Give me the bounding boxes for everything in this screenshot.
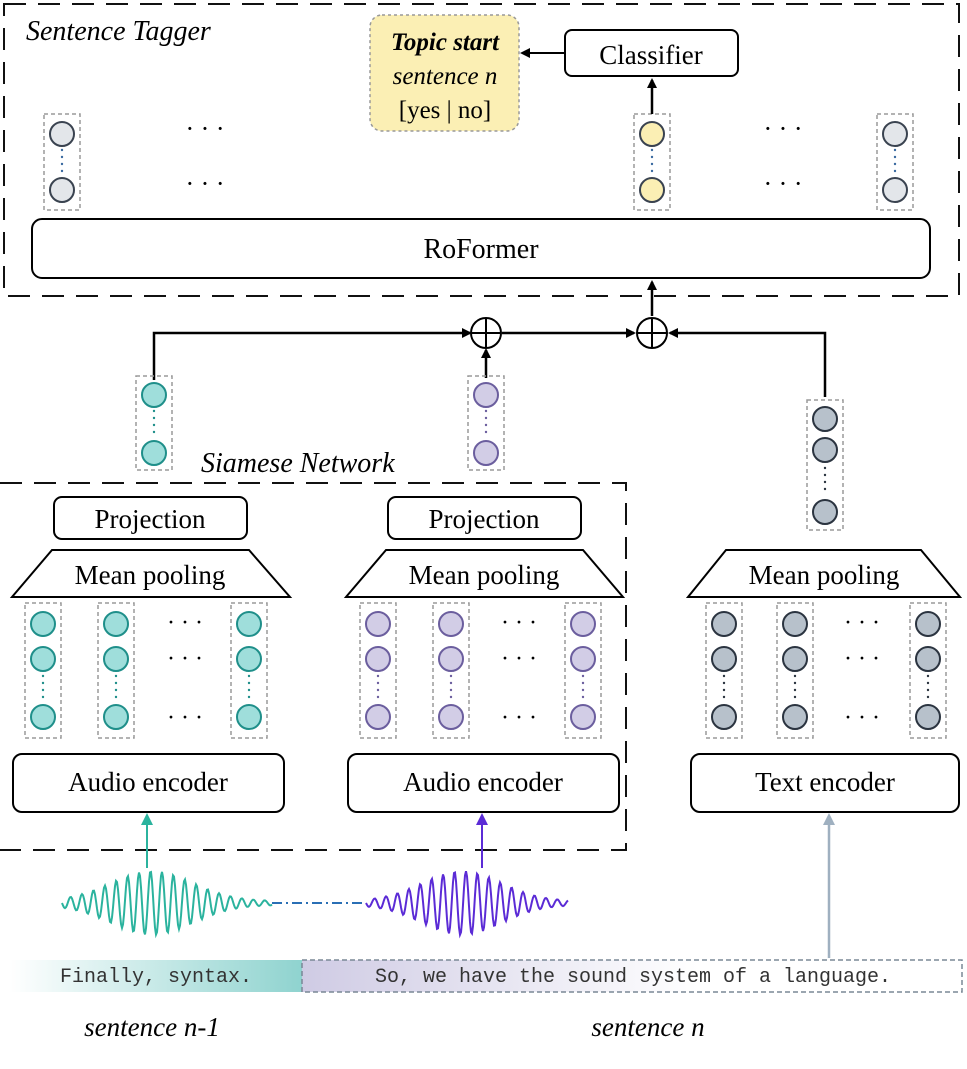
audio-encoder-label-left: Audio encoder <box>68 767 228 797</box>
text-token-grid-column-2 <box>776 602 814 739</box>
tagger-ellipsis-top-left: · · · <box>186 114 225 143</box>
grid-ellipsis-text-2: · · · <box>844 646 880 672</box>
sentence-curr-text: So, we have the sound system of a langua… <box>375 966 891 989</box>
mean-pooling-trapezoid-right <box>343 549 626 598</box>
grid-ellipsis-left-2: · · · <box>167 646 203 672</box>
sentence-tagger-boundary <box>3 3 960 297</box>
grid-ellipsis-left-1: · · · <box>167 610 203 636</box>
sentence-curr-background <box>301 959 963 993</box>
grid-ellipsis-right-3: · · · <box>501 705 537 731</box>
plus-icon-audio-fusion <box>470 317 502 349</box>
sentence-prev-text: Finally, syntax. <box>60 966 252 989</box>
audio-encoder-box-left <box>12 753 285 813</box>
audio-waveform-left <box>61 870 273 939</box>
tagger-ellipsis-top-right: · · · <box>764 114 803 143</box>
teal-to-plus-line <box>152 328 472 380</box>
mean-pooling-label-right: Mean pooling <box>409 560 560 590</box>
roformer-label: RoFormer <box>423 234 539 265</box>
text-encoder-label: Text encoder <box>755 767 895 797</box>
sentence-prev-label: sentence n-1 <box>84 1012 220 1042</box>
projection-label-right: Projection <box>429 504 540 534</box>
siamese-network-title: Siamese Network <box>201 448 395 479</box>
audio-waveform-right <box>365 870 569 939</box>
audio-token-grid-right-column-2 <box>432 602 470 739</box>
text-token-grid-column-3 <box>909 602 947 739</box>
audio-token-grid-right-column-3 <box>564 602 602 739</box>
grid-ellipsis-right-2: · · · <box>501 646 537 672</box>
mean-pooling-label-text: Mean pooling <box>749 560 900 590</box>
classifier-label: Classifier <box>599 40 702 70</box>
text-embedding-vector <box>806 399 844 531</box>
audio-embedding-vector-right <box>467 375 505 471</box>
topic-start-label: Topic start <box>391 29 500 56</box>
audio-encoder-label-right: Audio encoder <box>403 767 563 797</box>
grid-ellipsis-right-1: · · · <box>501 610 537 636</box>
sentence-curr-label: sentence n <box>591 1012 704 1042</box>
audio-token-grid-left-column-2 <box>97 602 135 739</box>
plus-icon-text-fusion <box>636 317 668 349</box>
tagger-ellipsis-bottom-left: · · · <box>186 169 225 198</box>
projection-label-left: Projection <box>95 504 206 534</box>
topic-start-sentence-label: sentence n <box>393 63 498 90</box>
grid-ellipsis-text-3: · · · <box>844 705 880 731</box>
mean-pooling-trapezoid-left <box>9 549 293 598</box>
audio-embedding-vector-left <box>135 375 173 471</box>
tagger-ellipsis-bottom-right: · · · <box>764 169 803 198</box>
text-token-grid-column-1 <box>705 602 743 739</box>
audio-encoder-box-right <box>347 753 620 813</box>
mean-pooling-label-left: Mean pooling <box>75 560 226 590</box>
grid-ellipsis-text-1: · · · <box>844 610 880 636</box>
projection-box-left <box>53 496 248 540</box>
text-encoder-box <box>690 753 960 813</box>
mean-pooling-trapezoid-text <box>685 549 963 598</box>
audio-token-grid-left-column-3 <box>230 602 268 739</box>
audio-token-grid-right-column-1 <box>359 602 397 739</box>
tagger-vector-target <box>633 113 671 211</box>
tagger-vector-first <box>43 113 81 211</box>
audio-token-grid-left-column-1 <box>24 602 62 739</box>
text-to-plus-line <box>668 328 827 397</box>
grid-ellipsis-left-3: · · · <box>167 705 203 731</box>
topic-start-yes-no-label: [yes | no] <box>399 97 491 124</box>
sentence-prev-background <box>10 960 302 992</box>
siamese-network-boundary <box>0 482 627 851</box>
projection-box-right <box>387 496 582 540</box>
tagger-vector-last <box>876 113 914 211</box>
roformer-box <box>31 218 931 279</box>
sentence-tagger-title: Sentence Tagger <box>26 16 211 47</box>
topic-start-output-box <box>369 14 520 132</box>
